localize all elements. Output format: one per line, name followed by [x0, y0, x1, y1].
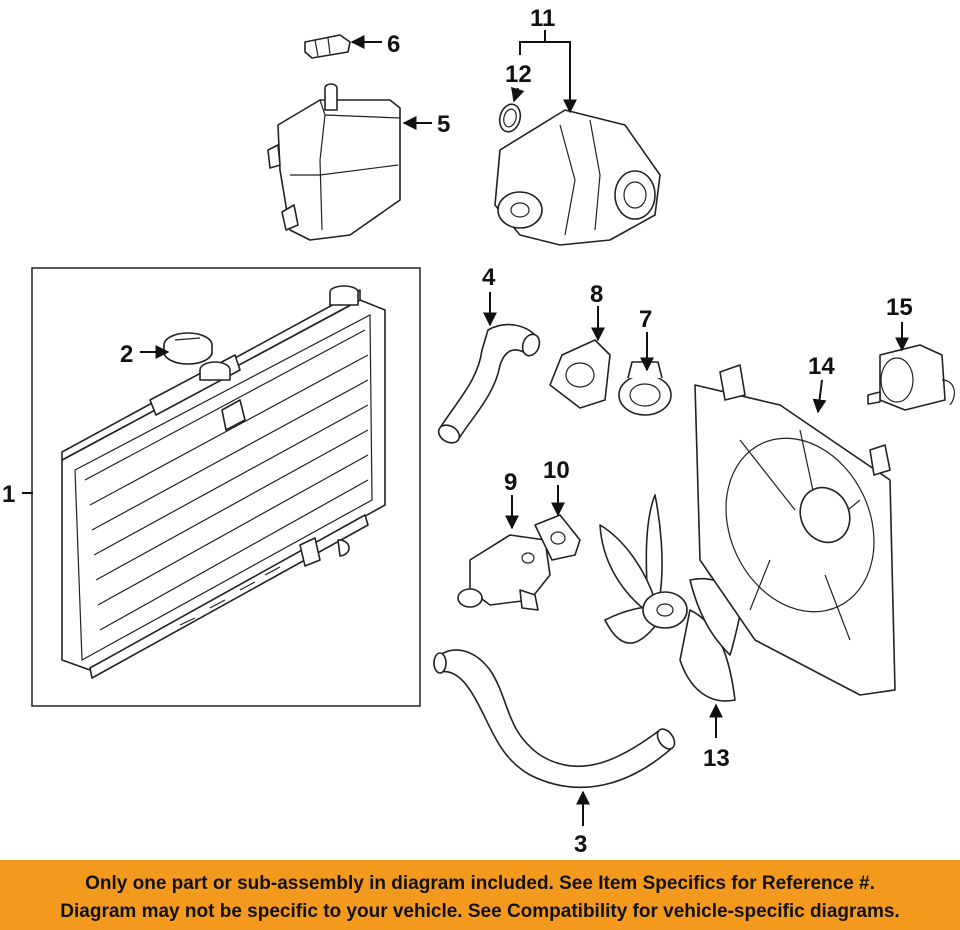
callout-5: 5: [437, 111, 450, 138]
callout-2: 2: [120, 341, 133, 368]
radiator-illustration: [61, 285, 386, 679]
fan-motor-illustration: [867, 344, 956, 411]
notice-banner: Only one part or sub-assembly in diagram…: [0, 860, 960, 930]
parts-diagram: 1 2 3 4 5 6 7 8 9 10 11 12 13 14 15: [2, 5, 956, 858]
upper-hose-illustration: [437, 323, 541, 444]
callout-15: 15: [886, 294, 913, 321]
thermostat-illustration: [618, 361, 672, 416]
callout-8: 8: [590, 281, 603, 308]
thermostat-gasket-illustration: [549, 339, 611, 409]
fan-shroud-illustration: [694, 364, 896, 696]
callout-13: 13: [703, 745, 730, 772]
callout-7: 7: [639, 306, 652, 333]
notice-line-2: Diagram may not be specific to your vehi…: [60, 901, 900, 922]
callout-14: 14: [808, 353, 835, 380]
callout-11: 11: [530, 5, 555, 32]
callout-6: 6: [387, 31, 400, 58]
reservoir-tank-illustration: [267, 83, 401, 241]
lower-hose-illustration: [433, 649, 676, 789]
fan-blade-illustration: [599, 494, 746, 702]
water-pump-illustration: [494, 109, 661, 246]
callout-12: 12: [505, 61, 532, 88]
notice-line-1: Only one part or sub-assembly in diagram…: [85, 873, 875, 894]
o-ring-illustration: [498, 103, 522, 133]
leader-lines: [22, 30, 909, 826]
callout-9: 9: [504, 469, 517, 496]
radiator-group-box: [31, 267, 421, 707]
reservoir-cap-illustration: [304, 34, 351, 59]
callout-3: 3: [574, 831, 587, 858]
callout-10: 10: [543, 457, 570, 484]
outlet-gasket-illustration: [534, 514, 581, 561]
callout-4: 4: [482, 264, 496, 291]
water-outlet-illustration: [457, 534, 551, 611]
callout-1: 1: [2, 481, 15, 508]
radiator-cap-illustration: [163, 332, 213, 365]
